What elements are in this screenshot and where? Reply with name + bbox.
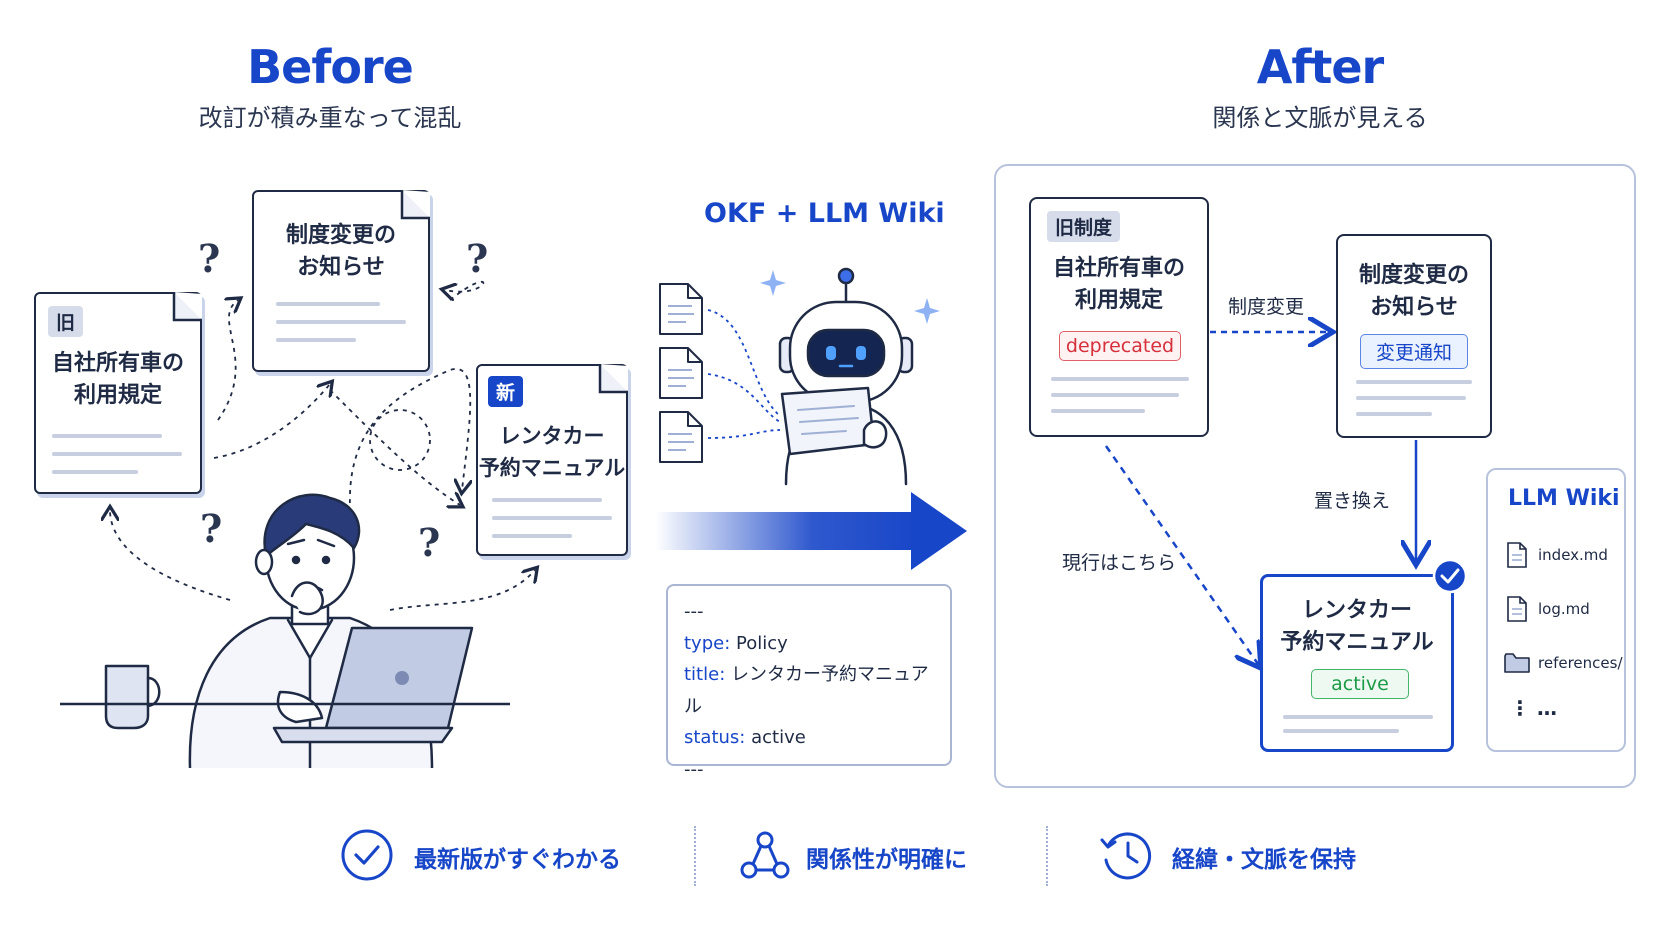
- text-line: [276, 338, 356, 342]
- check-circle-icon: [341, 829, 393, 881]
- card-new-title: レンタカー 予約マニュアル: [1280, 598, 1434, 655]
- text-line: [1051, 377, 1189, 381]
- frontmatter-row-status: status: active: [684, 722, 934, 754]
- text-line: [276, 302, 380, 306]
- text-line: [1051, 393, 1179, 397]
- question-mark: ?: [466, 236, 489, 281]
- frontmatter-row-title: title: レンタカー予約マニュアル: [684, 659, 934, 722]
- text-line: [52, 470, 138, 474]
- frontmatter-key: type:: [684, 632, 731, 654]
- history-clock-icon: [1100, 832, 1152, 880]
- llm-wiki-panel: LLM Wiki index.md log.md references/ ⋮ …: [1486, 468, 1626, 752]
- card-old-title: 自社所有車の 利用規定: [1052, 256, 1185, 313]
- frontmatter-value: Policy: [736, 632, 788, 654]
- robot-assistant-illustration: [778, 267, 914, 486]
- old-tag: 旧: [48, 306, 84, 337]
- doc-notice-title: 制度変更の お知らせ: [285, 223, 396, 280]
- okf-llm-wiki-title: OKF + LLM Wiki: [704, 198, 945, 229]
- page-fold-icon: [172, 292, 202, 322]
- question-mark: ?: [418, 520, 441, 565]
- doc-old-title: 自社所有車の 利用規定: [51, 351, 184, 408]
- question-mark: ?: [200, 506, 223, 551]
- text-line: [492, 516, 612, 520]
- doc-new-title: レンタカー 予約マニュアル: [478, 424, 626, 480]
- card-rental-manual: レンタカー 予約マニュアル active: [1260, 574, 1454, 752]
- wiki-more-indicator: ⋮ …: [1510, 696, 1557, 720]
- frontmatter-key: status:: [684, 727, 746, 748]
- file-icon: [1507, 542, 1527, 568]
- after-title: After: [1256, 40, 1385, 94]
- old-system-tag: 旧制度: [1047, 211, 1121, 242]
- frontmatter-key: title:: [684, 664, 726, 685]
- doc-old-policy: 旧 自社所有車の 利用規定: [34, 292, 202, 494]
- text-line: [1356, 396, 1466, 400]
- page-fold-icon: [400, 190, 430, 220]
- feature-divider: [694, 826, 696, 886]
- text-line: [1051, 409, 1145, 413]
- active-badge: active: [1311, 669, 1409, 699]
- frontmatter-delimiter: ---: [684, 601, 704, 622]
- text-line: [1356, 412, 1432, 416]
- text-line: [52, 434, 162, 438]
- after-subtitle: 関係と文脈が見える: [1212, 104, 1428, 132]
- feature-clear-relations: 関係性が明確に: [806, 847, 967, 873]
- edge-label-current: 現行はこちら: [1062, 552, 1177, 574]
- before-title: Before: [247, 40, 414, 94]
- text-line: [492, 534, 572, 538]
- change-notice-badge: 変更通知: [1360, 334, 1468, 369]
- confusion-arrows: [0, 281, 660, 611]
- folder-icon: [1504, 653, 1530, 673]
- text-line: [1283, 729, 1399, 733]
- page-fold-icon: [598, 364, 628, 394]
- text-line: [1356, 380, 1472, 384]
- frontmatter-block: --- type: Policy title: レンタカー予約マニュアル sta…: [666, 584, 952, 780]
- sparkle-icon: [914, 298, 940, 324]
- wiki-item-references[interactable]: references/: [1538, 654, 1623, 672]
- llm-wiki-title: LLM Wiki: [1508, 486, 1620, 511]
- frontmatter-row-type: type: Policy: [684, 628, 934, 660]
- wiki-item-log[interactable]: log.md: [1538, 600, 1590, 618]
- doc-rental-manual: 新 レンタカー 予約マニュアル: [476, 364, 628, 556]
- question-mark: ?: [198, 236, 221, 281]
- text-line: [52, 452, 182, 456]
- frontmatter-value: レンタカー予約マニュアル: [684, 664, 929, 717]
- edge-label-replace: 置き換え: [1314, 490, 1391, 512]
- network-icon: [740, 831, 790, 879]
- deprecated-badge: deprecated: [1059, 331, 1181, 361]
- edge-label-change: 制度変更: [1228, 296, 1305, 318]
- sparkle-icon: [760, 270, 786, 296]
- feature-divider: [1046, 826, 1048, 886]
- before-subtitle: 改訂が積み重なって混乱: [198, 104, 462, 132]
- feature-keep-context: 経緯・文脈を保持: [1172, 847, 1356, 873]
- card-old-policy: 旧制度 自社所有車の 利用規定 deprecated: [1029, 197, 1209, 437]
- check-badge-icon: [1432, 558, 1468, 594]
- frontmatter-value: active: [751, 727, 806, 748]
- wiki-item-index[interactable]: index.md: [1538, 546, 1608, 564]
- feature-latest-version: 最新版がすぐわかる: [414, 847, 621, 873]
- doc-change-notice: 制度変更の お知らせ: [252, 190, 430, 372]
- frontmatter-delimiter: ---: [684, 758, 704, 780]
- text-line: [492, 498, 602, 502]
- new-tag: 新: [488, 376, 524, 407]
- transform-arrow: [655, 492, 967, 570]
- card-change-notice: 制度変更の お知らせ 変更通知: [1336, 234, 1492, 438]
- text-line: [276, 320, 406, 324]
- source-docs-to-robot: [659, 283, 781, 463]
- card-notice-title: 制度変更の お知らせ: [1358, 263, 1469, 320]
- confused-person-illustration: [60, 493, 510, 768]
- file-icon: [1507, 596, 1527, 622]
- relationship-arrows: [1104, 164, 1636, 788]
- text-line: [1283, 715, 1433, 719]
